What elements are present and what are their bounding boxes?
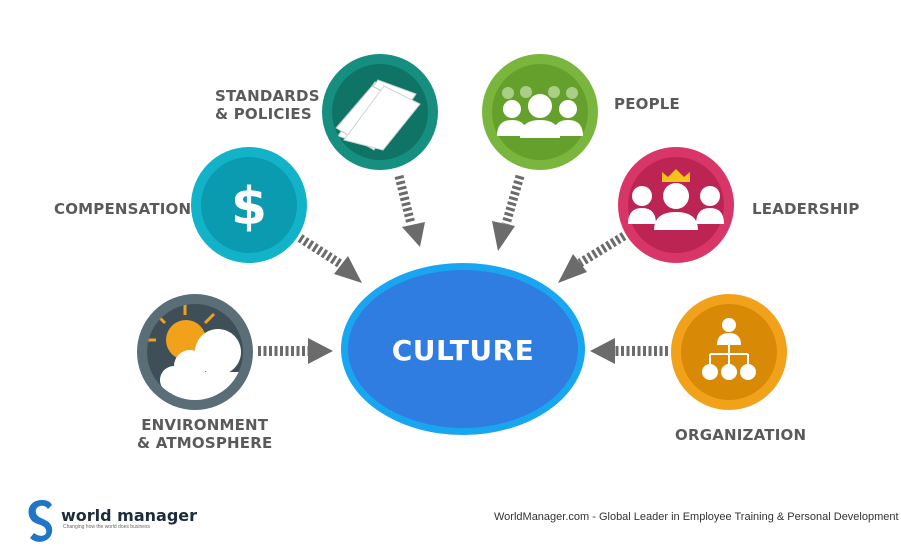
dollar-icon: $	[231, 177, 267, 237]
culture-label: CULTURE	[392, 334, 535, 367]
node-standards	[322, 54, 438, 170]
node-leadership	[618, 147, 734, 263]
arrow-standards	[394, 174, 425, 247]
node-environment	[137, 294, 253, 410]
label-people: PEOPLE	[614, 95, 680, 113]
footer-tagline: Changing how the world does business	[63, 524, 150, 530]
people-icon	[497, 86, 583, 138]
node-organization	[671, 294, 787, 410]
culture-ellipse: CULTURE	[341, 263, 585, 435]
arrow-organization	[590, 338, 668, 364]
org-chart-icon	[702, 318, 756, 380]
label-organization: ORGANIZATION	[675, 426, 807, 444]
arrow-environment	[258, 338, 333, 364]
world-manager-logo-icon	[28, 500, 53, 542]
papers-icon	[335, 79, 421, 151]
arrow-compensation	[297, 234, 362, 283]
crown-leader-icon	[628, 169, 724, 230]
label-leadership: LEADERSHIP	[752, 200, 860, 218]
footer-brand: world manager	[61, 506, 198, 525]
node-people	[482, 54, 598, 170]
node-compensation: $	[191, 147, 307, 263]
footer-text: WorldManager.com - Global Leader in Empl…	[494, 511, 899, 523]
label-compensation: COMPENSATION	[54, 200, 192, 218]
arrow-leadership	[558, 232, 627, 283]
arrow-people	[492, 174, 525, 251]
label-environment: ENVIRONMENT & ATMOSPHERE	[137, 416, 273, 452]
label-standards: STANDARDS & POLICIES	[215, 87, 320, 123]
